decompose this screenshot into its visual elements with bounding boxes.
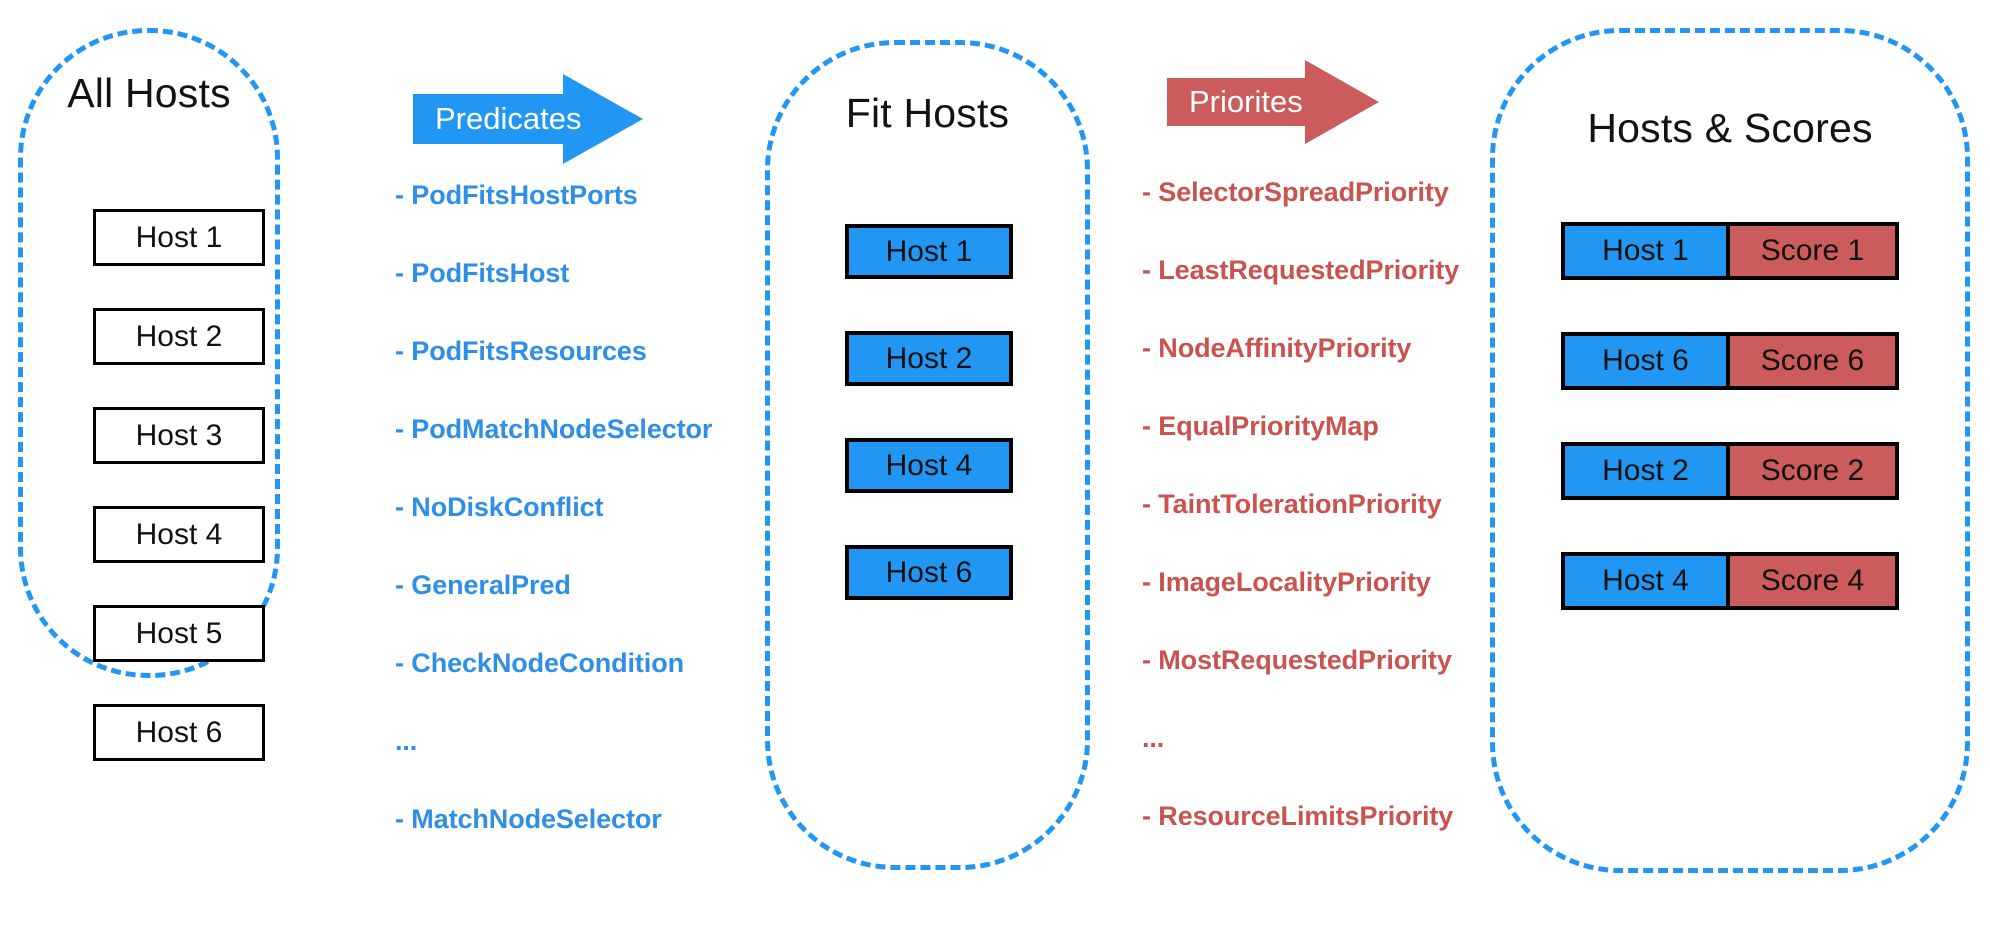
priorities-arrow-label: Priorites	[1189, 84, 1303, 119]
score-cell: Score 2	[1730, 446, 1895, 496]
predicates-arrow[interactable]: Predicates	[413, 74, 643, 164]
host-score-row[interactable]: Host 1 Score 1	[1561, 222, 1899, 280]
host-score-row[interactable]: Host 2 Score 2	[1561, 442, 1899, 500]
host-cell: Host 1	[1565, 226, 1730, 276]
host-cell: Host 6	[1565, 336, 1730, 386]
fit-hosts-title: Fit Hosts	[845, 90, 1010, 136]
priority-item: - LeastRequestedPriority	[1142, 255, 1460, 285]
priority-item: - SelectorSpreadPriority	[1142, 177, 1449, 207]
predicates-arrow-label: Predicates	[435, 101, 582, 136]
all-host-box[interactable]: Host 3	[93, 407, 265, 464]
predicate-item: - PodFitsHostPorts	[395, 180, 638, 210]
score-cell: Score 6	[1730, 336, 1895, 386]
priority-item: - TaintTolerationPriority	[1142, 489, 1442, 519]
fit-host-box[interactable]: Host 6	[845, 545, 1013, 600]
host-score-row[interactable]: Host 4 Score 4	[1561, 552, 1899, 610]
score-cell: Score 4	[1730, 556, 1895, 606]
fit-host-box[interactable]: Host 4	[845, 438, 1013, 493]
priority-item: - ImageLocalityPriority	[1142, 567, 1431, 597]
hosts-scores-title: Hosts & Scores	[1587, 105, 1873, 151]
predicates-arrow-shape	[413, 74, 643, 164]
all-host-box[interactable]: Host 2	[93, 308, 265, 365]
all-hosts-container	[18, 28, 280, 678]
hosts-scores-container	[1490, 28, 1970, 873]
predicate-item: - PodFitsResources	[395, 336, 647, 366]
host-cell: Host 2	[1565, 446, 1730, 496]
host-cell: Host 4	[1565, 556, 1730, 606]
all-host-box[interactable]: Host 4	[93, 506, 265, 563]
predicate-item: - MatchNodeSelector	[395, 804, 662, 834]
fit-host-box[interactable]: Host 1	[845, 224, 1013, 279]
priority-item: - MostRequestedPriority	[1142, 645, 1452, 675]
predicate-item: - PodMatchNodeSelector	[395, 414, 713, 444]
priority-item: - ResourceLimitsPriority	[1142, 801, 1454, 831]
all-host-box[interactable]: Host 6	[93, 704, 265, 761]
fit-hosts-container	[765, 40, 1090, 870]
priorities-arrow-shape	[1167, 60, 1379, 144]
all-host-box[interactable]: Host 5	[93, 605, 265, 662]
predicate-item: - PodFitsHost	[395, 258, 570, 288]
priorities-arrow[interactable]: Priorites	[1167, 60, 1379, 144]
priority-item: - NodeAffinityPriority	[1142, 333, 1412, 363]
priorities-list: - SelectorSpreadPriority - LeastRequeste…	[1142, 177, 1512, 831]
predicate-item: - NoDiskConflict	[395, 492, 604, 522]
fit-host-box[interactable]: Host 2	[845, 331, 1013, 386]
priority-item: - EqualPriorityMap	[1142, 411, 1379, 441]
predicate-item: - GeneralPred	[395, 570, 571, 600]
score-cell: Score 1	[1730, 226, 1895, 276]
predicates-list: - PodFitsHostPorts - PodFitsHost - PodFi…	[395, 180, 755, 834]
predicate-item: - CheckNodeCondition	[395, 648, 684, 678]
host-score-row[interactable]: Host 6 Score 6	[1561, 332, 1899, 390]
predicate-ellipsis: ...	[395, 726, 418, 756]
priority-ellipsis: ...	[1142, 723, 1165, 753]
all-host-box[interactable]: Host 1	[93, 209, 265, 266]
all-hosts-title: All Hosts	[67, 70, 231, 116]
